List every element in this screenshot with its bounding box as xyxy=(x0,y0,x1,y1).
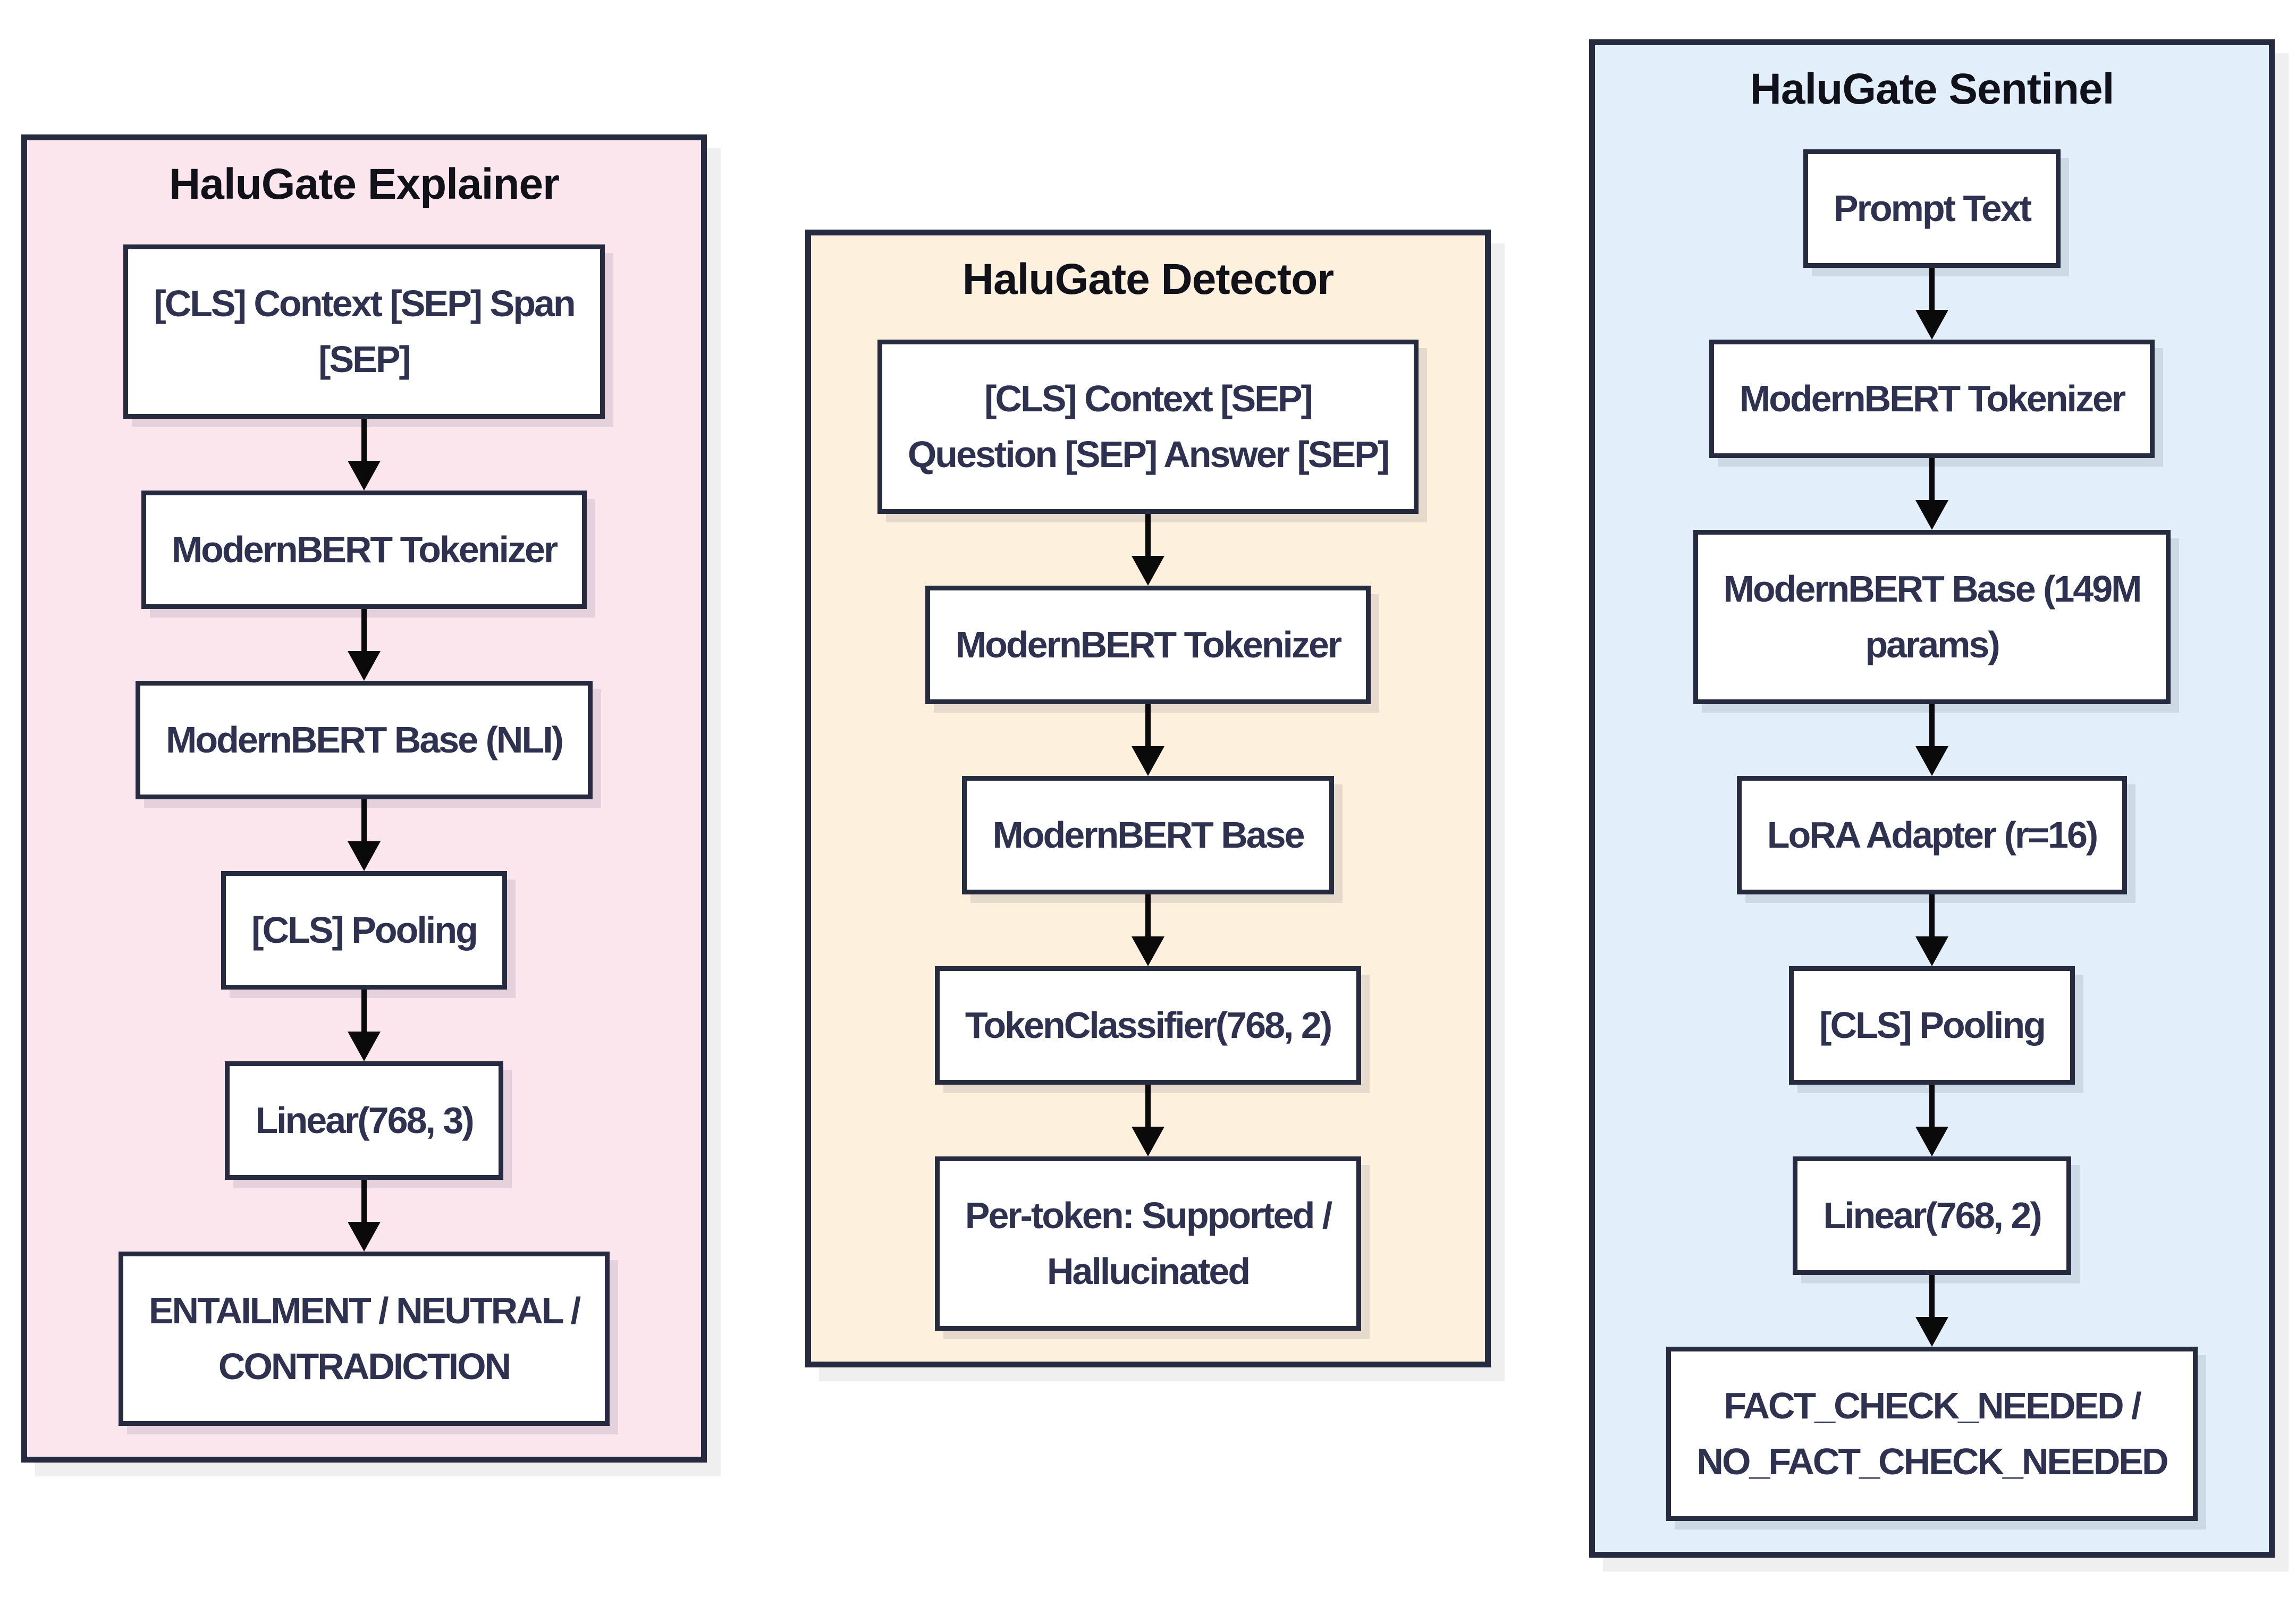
arrow-head-icon xyxy=(1132,936,1164,967)
node-prompt-text: Prompt Text xyxy=(1803,149,2061,268)
arrow-down-icon xyxy=(348,799,381,872)
node-cls-pooling-explainer: [CLS] Pooling xyxy=(221,871,507,990)
arrow-shaft xyxy=(1145,1085,1151,1127)
panel-halugate-explainer: HaluGate Explainer [CLS] Context [SEP] S… xyxy=(21,134,707,1463)
arrow-head-icon xyxy=(1915,1127,1948,1157)
arrow-down-icon xyxy=(1132,894,1164,967)
arrow-shaft xyxy=(1929,1085,1935,1127)
node-modernbert-tokenizer-detector: ModernBERT Tokenizer xyxy=(925,586,1371,705)
arrow-head-icon xyxy=(1915,500,1948,530)
arrow-shaft xyxy=(1929,268,1935,310)
panel-title-explainer: HaluGate Explainer xyxy=(169,159,560,208)
node-modernbert-tokenizer-explainer: ModernBERT Tokenizer xyxy=(141,491,587,610)
arrow-shaft xyxy=(1929,894,1935,937)
arrow-shaft xyxy=(1145,704,1151,747)
arrow-head-icon xyxy=(1915,746,1948,776)
arrow-shaft xyxy=(1929,704,1935,747)
arrow-shaft xyxy=(361,609,367,652)
node-linear-768-2: Linear(768, 2) xyxy=(1793,1156,2071,1275)
arrow-down-icon xyxy=(348,609,381,681)
panel-halugate-detector: HaluGate Detector [CLS] Context [SEP] Qu… xyxy=(805,229,1491,1368)
arrow-head-icon xyxy=(348,651,381,681)
panel-title-detector: HaluGate Detector xyxy=(962,255,1334,303)
node-entailment-neutral-contradiction: ENTAILMENT / NEUTRAL / CONTRADICTION xyxy=(118,1252,610,1426)
arrow-shaft xyxy=(361,419,367,461)
node-modernbert-base-149m: ModernBERT Base (149M params) xyxy=(1693,530,2171,705)
arrow-head-icon xyxy=(1132,556,1164,586)
arrow-shaft xyxy=(1929,1275,1935,1317)
node-modernbert-base-detector: ModernBERT Base xyxy=(962,776,1334,895)
node-modernbert-base-nli: ModernBERT Base (NLI) xyxy=(136,681,593,800)
arrow-down-icon xyxy=(1132,514,1164,586)
arrow-shaft xyxy=(1145,514,1151,556)
panel-halugate-sentinel: HaluGate Sentinel Prompt Text ModernBERT… xyxy=(1589,39,2275,1558)
arrow-head-icon xyxy=(1132,746,1164,776)
node-per-token-supported-hallucinated: Per-token: Supported / Hallucinated xyxy=(934,1156,1362,1331)
arrow-head-icon xyxy=(1915,936,1948,967)
node-tokenclassifier-768-2: TokenClassifier(768, 2) xyxy=(934,966,1362,1085)
arrow-down-icon xyxy=(348,1180,381,1252)
node-linear-768-3: Linear(768, 3) xyxy=(225,1061,503,1180)
arrow-shaft xyxy=(361,1180,367,1222)
node-lora-adapter-r16: LoRA Adapter (r=16) xyxy=(1736,776,2128,895)
node-cls-pooling-sentinel: [CLS] Pooling xyxy=(1789,966,2075,1085)
arrow-head-icon xyxy=(348,461,381,491)
arrow-head-icon xyxy=(1915,310,1948,340)
arrow-down-icon xyxy=(348,419,381,491)
arrow-head-icon xyxy=(1915,1317,1948,1347)
arrow-down-icon xyxy=(1915,1085,1948,1157)
arrow-down-icon xyxy=(1915,458,1948,530)
arrow-shaft xyxy=(1145,894,1151,937)
node-cls-context-sep-span-sep: [CLS] Context [SEP] Span [SEP] xyxy=(123,244,605,419)
node-fact-check-needed: FACT_CHECK_NEEDED / NO_FACT_CHECK_NEEDED xyxy=(1666,1347,2198,1522)
node-cls-context-question-answer: [CLS] Context [SEP] Question [SEP] Answe… xyxy=(877,340,1419,514)
arrow-shaft xyxy=(361,990,367,1032)
arrow-down-icon xyxy=(1132,1085,1164,1157)
flow-sentinel: Prompt Text ModernBERT Tokenizer ModernB… xyxy=(1616,149,2248,1522)
arrow-head-icon xyxy=(348,841,381,872)
arrow-down-icon xyxy=(1915,894,1948,967)
arrow-head-icon xyxy=(348,1222,381,1252)
panel-title-sentinel: HaluGate Sentinel xyxy=(1750,64,2115,113)
arrow-shaft xyxy=(1929,458,1935,501)
flow-explainer: [CLS] Context [SEP] Span [SEP] ModernBER… xyxy=(48,244,680,1426)
arrow-down-icon xyxy=(1915,1275,1948,1347)
arrow-head-icon xyxy=(1132,1127,1164,1157)
arrow-head-icon xyxy=(348,1032,381,1062)
arrow-down-icon xyxy=(348,990,381,1062)
arrow-down-icon xyxy=(1132,704,1164,776)
arrow-shaft xyxy=(361,799,367,842)
arrow-down-icon xyxy=(1915,268,1948,340)
arrow-down-icon xyxy=(1915,704,1948,776)
node-modernbert-tokenizer-sentinel: ModernBERT Tokenizer xyxy=(1709,340,2155,459)
flow-detector: [CLS] Context [SEP] Question [SEP] Answe… xyxy=(832,340,1464,1331)
